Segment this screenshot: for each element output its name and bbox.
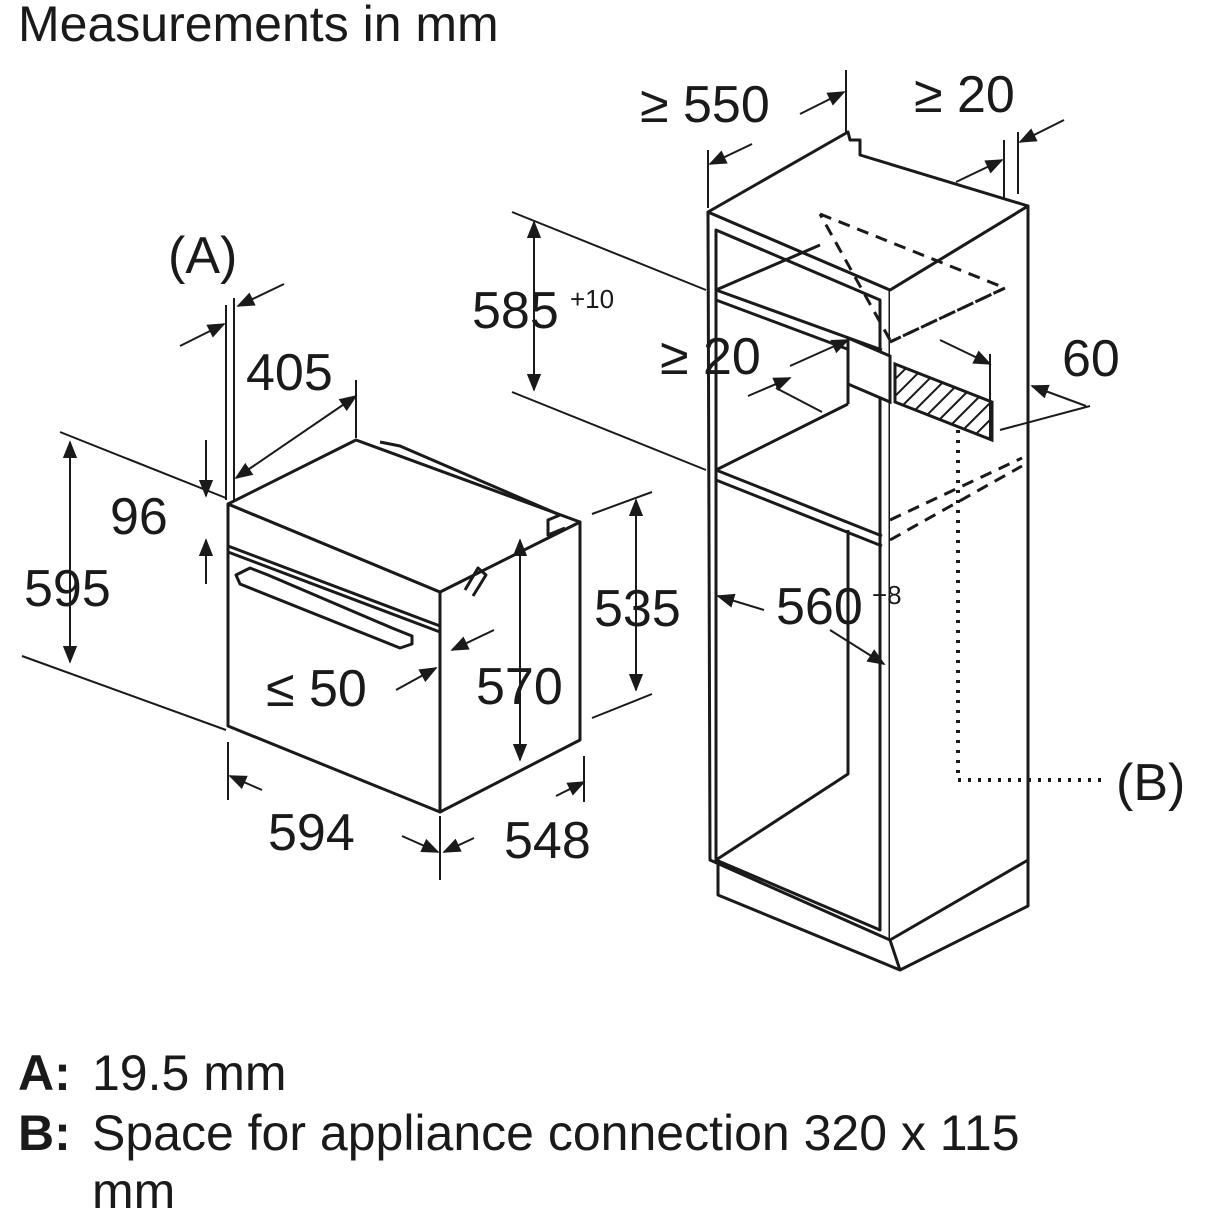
dim-570: 570 xyxy=(476,658,563,716)
label-B: (B) xyxy=(1116,754,1185,812)
dim-96: 96 xyxy=(110,488,168,546)
dim-585-tolerance: +10 xyxy=(570,284,614,314)
dim-560: 560 xyxy=(776,578,863,636)
oven-drawing xyxy=(226,438,582,814)
vent-cutout xyxy=(893,361,994,443)
page-title: Measurements in mm xyxy=(18,0,499,52)
dim-60: 60 xyxy=(1062,330,1120,388)
cabinet-drawing xyxy=(706,130,1105,972)
dim-handle: ≤ 50 xyxy=(266,660,367,718)
legend-key: B: xyxy=(18,1105,71,1161)
dim-548: 548 xyxy=(504,812,591,870)
label-A: (A) xyxy=(168,227,237,285)
dim-20-top: ≥ 20 xyxy=(914,66,1015,124)
legend-key: A: xyxy=(18,1045,71,1101)
legend-text: Space for appliance connection 320 x 115… xyxy=(92,1105,1020,1219)
legend-text: 19.5 mm xyxy=(92,1045,287,1101)
dim-585: 585 xyxy=(472,282,559,340)
rear-gap xyxy=(846,335,892,405)
dim-550: ≥ 550 xyxy=(640,76,770,134)
dim-560-tolerance: +8 xyxy=(872,580,902,610)
legend-item-A: A: 19.5 mm xyxy=(18,1044,1152,1102)
dim-595: 595 xyxy=(24,560,111,618)
dim-405: 405 xyxy=(246,344,333,402)
dim-20-rear: ≥ 20 xyxy=(660,328,761,386)
dim-535: 535 xyxy=(594,580,681,638)
dim-594: 594 xyxy=(268,804,355,862)
dimension-lines xyxy=(21,70,1091,880)
legend-item-B: B: Space for appliance connection 320 x 1… xyxy=(18,1104,1092,1220)
